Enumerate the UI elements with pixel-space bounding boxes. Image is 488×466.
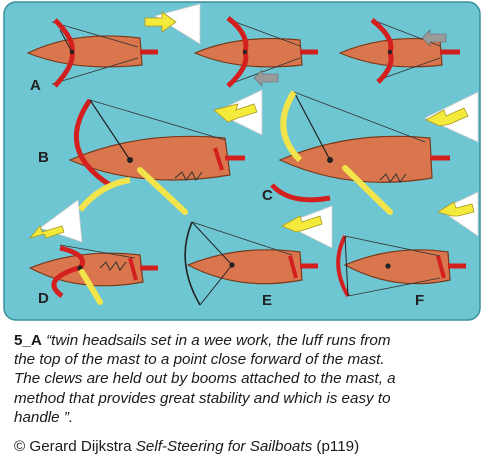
wind-arrow-b (213, 89, 263, 136)
quote-line-1: twin headsails set in a wee work, the lu… (51, 332, 391, 349)
boat-right-top (338, 18, 460, 84)
wind-arrow-d (28, 199, 83, 243)
wind-arrow-f (437, 191, 479, 237)
label-b: B (38, 149, 49, 166)
boat-a (26, 18, 158, 88)
boat-middle-top (193, 16, 318, 88)
sailing-diagram: A B (3, 1, 481, 321)
quote-line-4: method that provides great stability and… (14, 389, 391, 407)
wind-arrow-e (281, 205, 333, 249)
quote-open: “ (46, 332, 52, 349)
boat-d (28, 244, 158, 305)
figure-caption: 5_A “twin headsails set in a wee work, t… (14, 331, 484, 427)
credit-page: (p119) (312, 438, 360, 455)
wind-arrow-middle-top (253, 69, 279, 87)
quote-line-5: handle ”. (14, 408, 74, 426)
wind-arrow-c (424, 91, 479, 143)
figure-id: 5_A (14, 332, 42, 349)
label-d: D (38, 290, 49, 307)
label-c: C (262, 187, 273, 204)
caption-line-1: 5_A “twin headsails set in a wee work, t… (14, 331, 484, 350)
boat-e (184, 221, 318, 306)
boat-f (336, 235, 466, 298)
wind-arrow-right-top (421, 29, 447, 47)
wind-arrow-a (144, 3, 201, 45)
label-a: A (30, 77, 41, 94)
sea-background (3, 1, 481, 321)
label-e: E (262, 292, 272, 309)
quote-line-3: The clews are held out by booms attached… (14, 370, 396, 388)
credit-line: © Gerard Dijkstra Self-Steering for Sail… (14, 437, 484, 456)
quote-line-2: the top of the mast to a point close for… (14, 351, 385, 369)
credit-book: Self-Steering for Sailboats (135, 438, 313, 455)
label-f: F (415, 292, 424, 309)
boat-c (270, 90, 450, 215)
credit-prefix: © Gerard Dijkstra (14, 438, 136, 455)
boat-b (68, 98, 245, 215)
